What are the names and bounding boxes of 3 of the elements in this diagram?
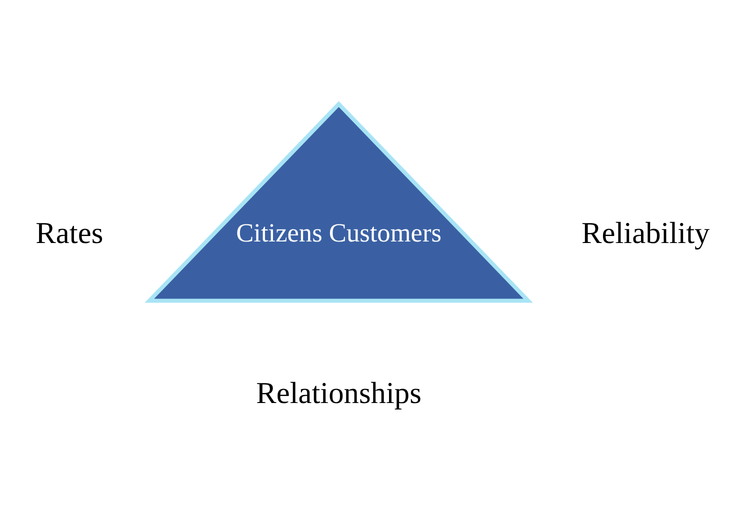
label: Relationships [256, 375, 422, 410]
label: Rates [36, 215, 104, 250]
label: Reliability [582, 215, 710, 250]
